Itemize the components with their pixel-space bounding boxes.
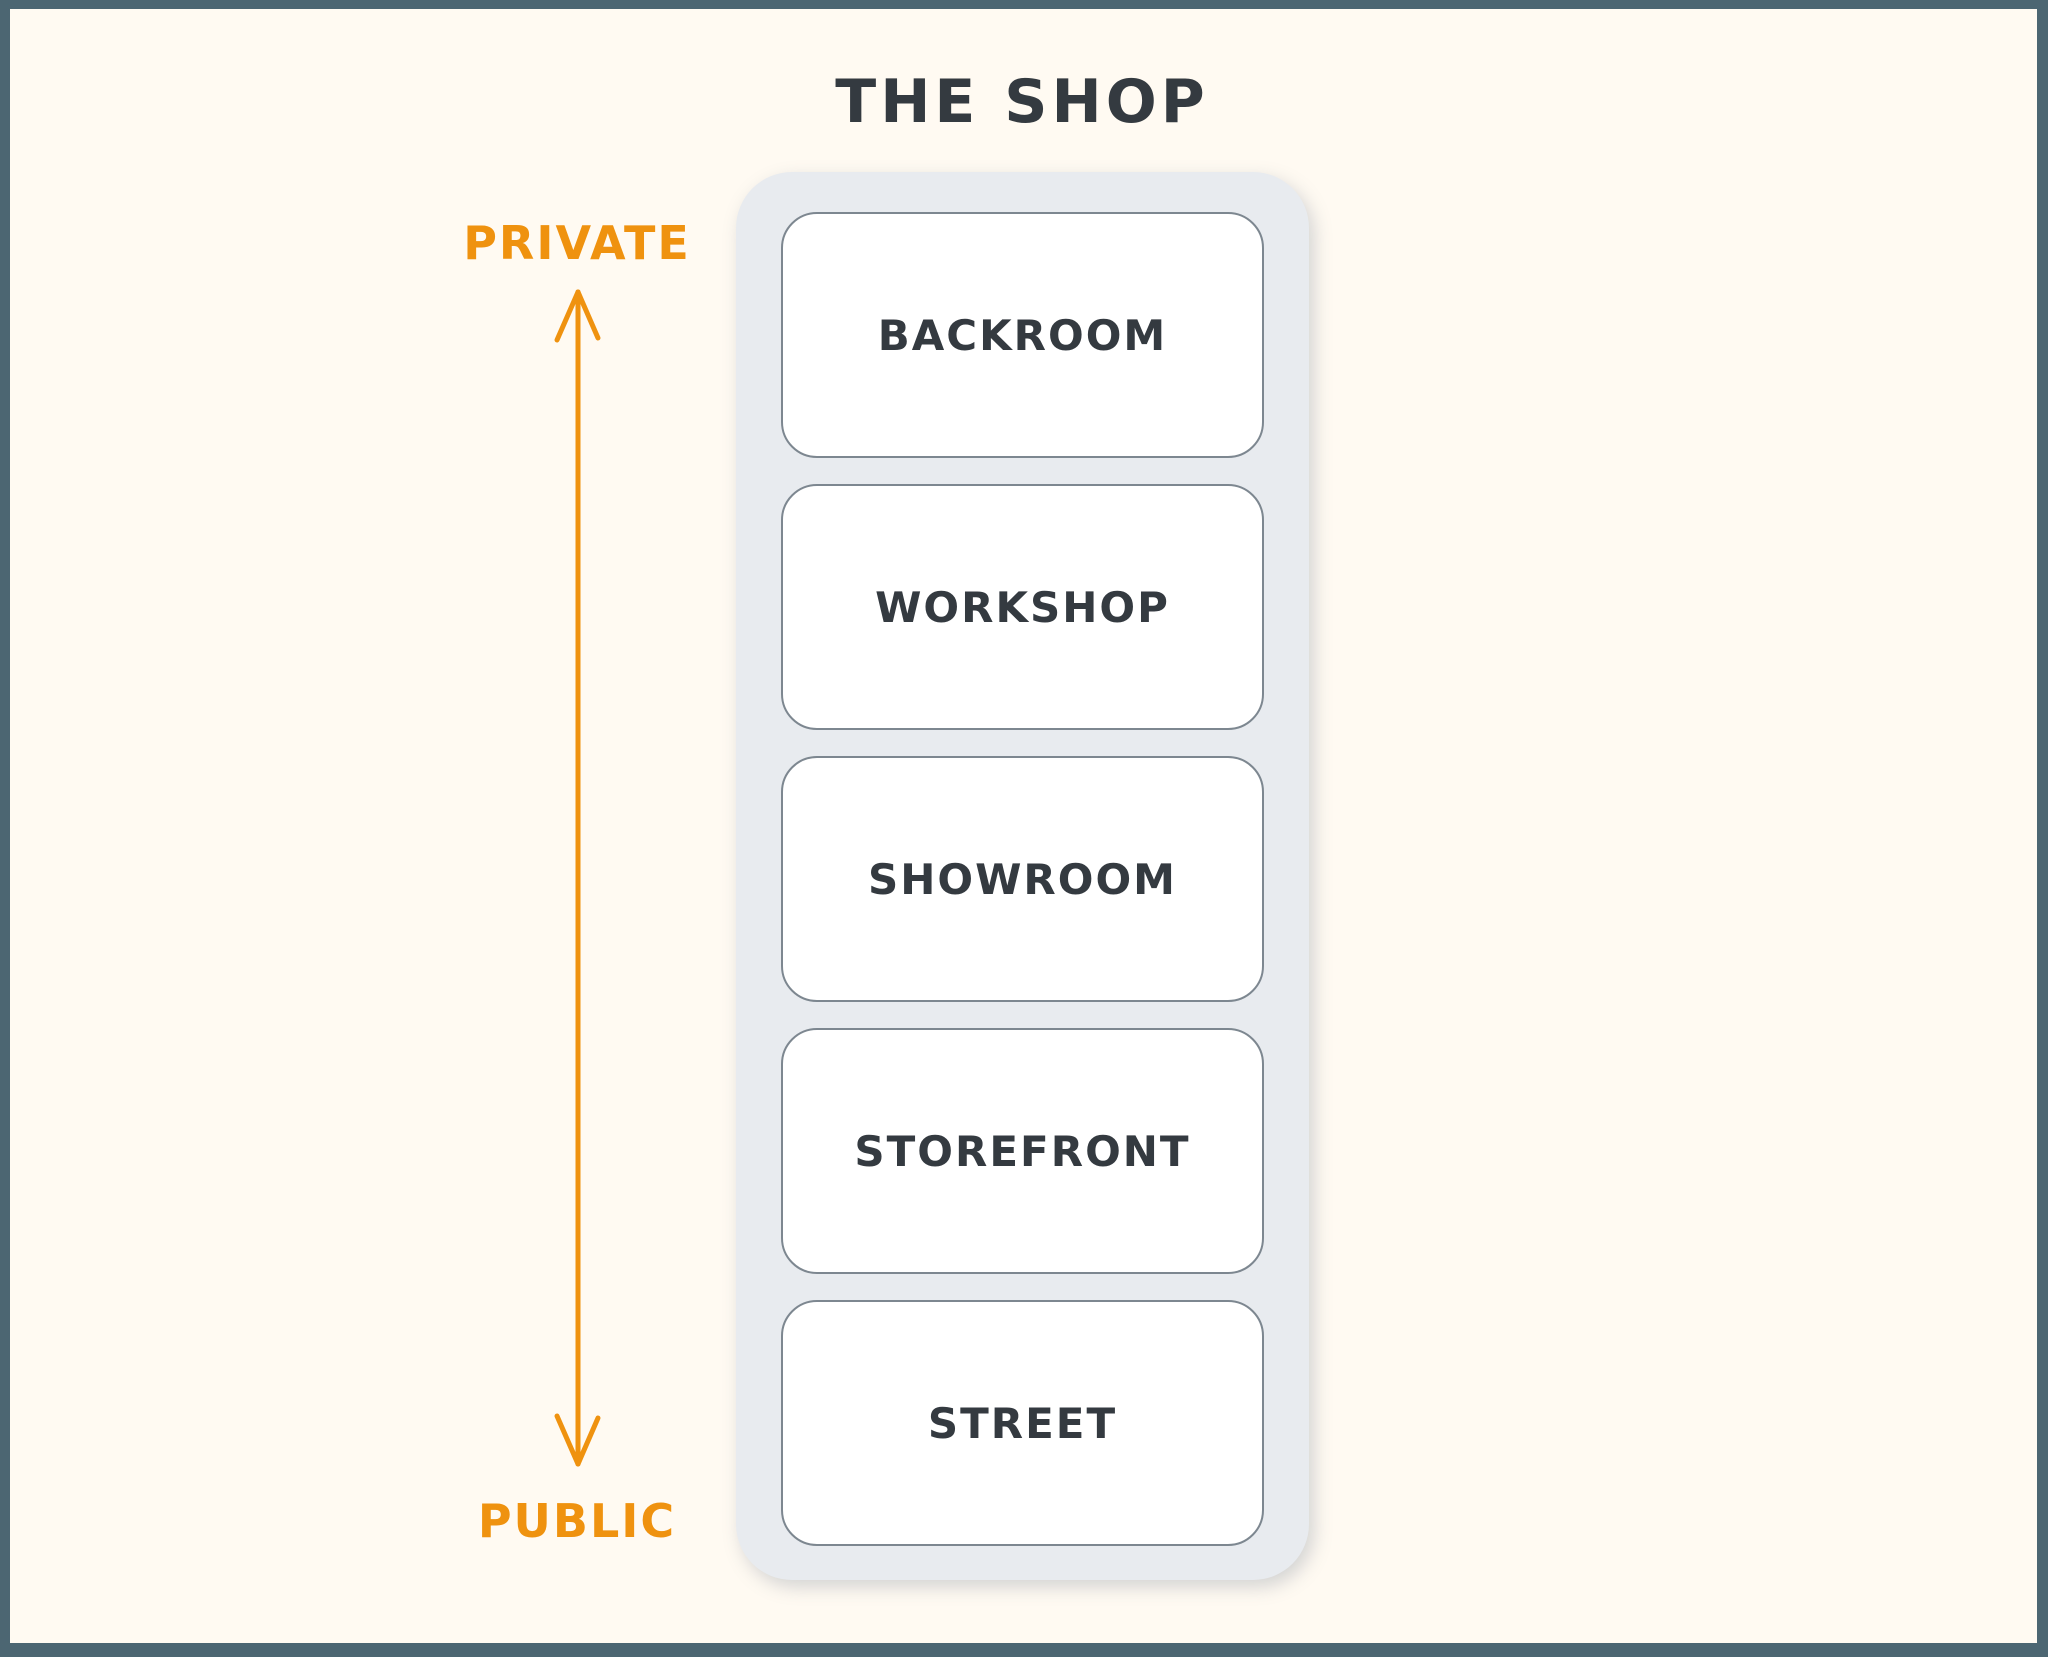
room-label-workshop: WORKSHOP bbox=[875, 582, 1170, 632]
axis-label-private: PRIVATE bbox=[463, 216, 691, 270]
room-showroom: SHOWROOM bbox=[781, 756, 1264, 1002]
room-label-storefront: STOREFRONT bbox=[854, 1126, 1191, 1176]
room-label-showroom: SHOWROOM bbox=[868, 854, 1177, 904]
room-label-street: STREET bbox=[927, 1398, 1118, 1448]
diagram-title: THE SHOP bbox=[835, 67, 1209, 137]
room-storefront: STOREFRONT bbox=[781, 1028, 1264, 1274]
room-backroom: BACKROOM bbox=[781, 212, 1264, 458]
axis-label-public: PUBLIC bbox=[477, 1494, 677, 1548]
room-label-backroom: BACKROOM bbox=[877, 310, 1168, 360]
private-public-axis-arrow-icon bbox=[554, 289, 601, 1467]
room-workshop: WORKSHOP bbox=[781, 484, 1264, 730]
shop-container: BACKROOM WORKSHOP SHOWROOM STOREFRONT ST… bbox=[736, 172, 1309, 1580]
room-street: STREET bbox=[781, 1300, 1264, 1546]
